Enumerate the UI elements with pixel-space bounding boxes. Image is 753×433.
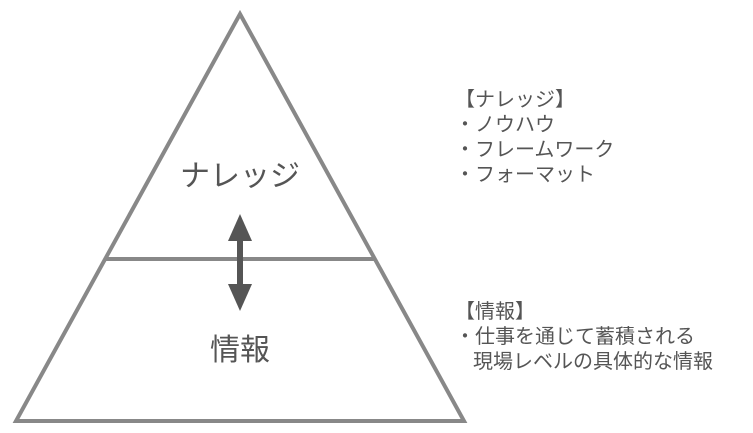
arrow-head-down	[228, 284, 252, 311]
knowledge-item-format: ・フォーマット	[455, 162, 595, 186]
info-note: 【情報】 ・仕事を通じて蓄積される 現場レベルの具体的な情報	[455, 299, 713, 374]
bidirectional-arrow-icon	[228, 214, 252, 311]
pyramid-top-label: ナレッジ	[180, 159, 300, 194]
info-line-2: 現場レベルの具体的な情報	[473, 349, 713, 373]
pyramid-outline	[12, 9, 468, 423]
arrow-head-up	[228, 214, 252, 241]
info-heading: 【情報】	[455, 299, 535, 323]
knowledge-note: 【ナレッジ】 ・ノウハウ ・フレームワーク ・フォーマット	[455, 87, 614, 187]
info-line-1: ・仕事を通じて蓄積される	[455, 324, 695, 348]
pyramid-bottom-label: 情報	[210, 333, 270, 368]
knowledge-heading: 【ナレッジ】	[455, 87, 575, 111]
arrow-shaft	[237, 239, 243, 287]
knowledge-item-framework: ・フレームワーク	[455, 137, 615, 161]
knowledge-item-knowhow: ・ノウハウ	[455, 112, 555, 136]
